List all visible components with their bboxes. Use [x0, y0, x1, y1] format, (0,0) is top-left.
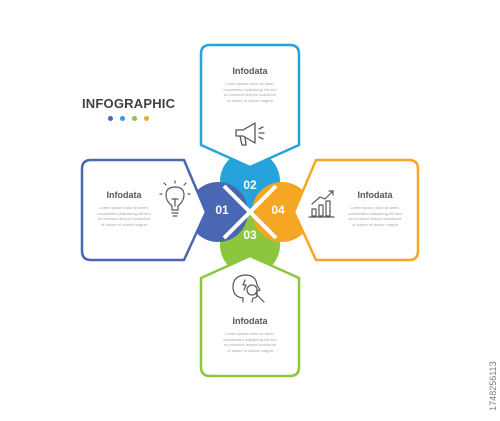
card-01-body: Lorem ipsum dolor sit amet, consectetur …	[90, 205, 158, 227]
card-01-body-line: ut labore et dolore magna	[101, 221, 147, 227]
card-04-heading: Infodata	[357, 190, 393, 200]
card-02-body-line: ut labore et dolore magna	[227, 97, 273, 103]
card-01-heading: Infodata	[106, 190, 142, 200]
card-04-body-line: ut labore et dolore magna	[352, 221, 398, 227]
card-01-frame	[80, 158, 208, 262]
card-04-body-line: consectetur adipiscing elit sed	[348, 210, 402, 216]
card-02-heading: Infodata	[232, 66, 268, 76]
card-04-body-line: Lorem ipsum dolor sit amet,	[350, 205, 400, 210]
card-03-number: 03	[243, 228, 257, 242]
card-04-number: 04	[271, 203, 285, 217]
head-search-icon	[232, 274, 265, 303]
color-dots	[108, 116, 149, 121]
card-03-body-line: ut labore et dolore magna	[227, 347, 273, 353]
card-03-body: Lorem ipsum dolor sit amet, consectetur …	[208, 331, 292, 353]
card-03-body-line: Lorem ipsum dolor sit amet,	[225, 331, 275, 336]
card-01-body-line: do eiusmod tempor incididunt	[97, 216, 151, 221]
megaphone-icon	[235, 122, 265, 146]
card-02-body-line: consectetur adipiscing elit sed	[223, 86, 277, 92]
card-01-number: 01	[215, 203, 229, 217]
dot-orange	[144, 116, 149, 121]
card-02-body-line: Lorem ipsum dolor sit amet,	[225, 81, 275, 86]
card-03-frame	[199, 254, 301, 378]
stock-footer	[0, 408, 500, 421]
card-04-body: Lorem ipsum dolor sit amet, consectetur …	[340, 205, 410, 227]
card-02-frame	[199, 43, 301, 169]
card-02-body: Lorem ipsum dolor sit amet, consectetur …	[208, 81, 292, 103]
growth-chart-icon	[308, 190, 335, 218]
card-04-frame	[292, 158, 420, 262]
card-03-heading: Infodata	[232, 316, 268, 326]
card-03-body-line: do eiusmod tempor incididunt	[223, 342, 277, 347]
dot-green	[132, 116, 137, 121]
card-02-body-line: do eiusmod tempor incididunt	[223, 92, 277, 97]
card-04-body-line: do eiusmod tempor incididunt	[348, 216, 402, 221]
infographic-title: INFOGRAPHIC	[82, 96, 176, 111]
stock-id: 174825611З	[488, 361, 498, 411]
card-01-body-line: Lorem ipsum dolor sit amet,	[99, 205, 149, 210]
card-03-body-line: consectetur adipiscing elit sed	[223, 336, 277, 342]
card-01-body-line: consectetur adipiscing elit sed	[97, 210, 151, 216]
dot-blue	[120, 116, 125, 121]
lightbulb-icon	[159, 180, 191, 217]
dot-navy	[108, 116, 113, 121]
card-02-number: 02	[243, 178, 257, 192]
